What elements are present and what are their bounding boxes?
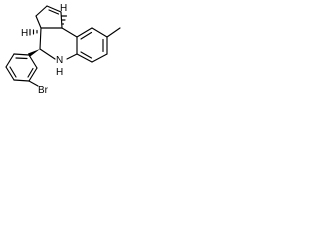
- bond-c5-c9b: [61, 27, 78, 38]
- bond-ar-double-3: [80, 51, 93, 59]
- bond-methyl: [106, 27, 121, 38]
- amine-n-label: N: [56, 55, 63, 66]
- bond-bromine: [28, 80, 39, 87]
- bond-c3-c4-double: [48, 9, 60, 15]
- bond-c2-c3: [35, 5, 48, 17]
- bromine-label: Br: [38, 85, 49, 96]
- bond-n-c5a: [66, 53, 78, 60]
- bond-c1-c2: [35, 15, 42, 29]
- tetrahydro-ring: [39, 27, 78, 60]
- stereo-hash-mid: [29, 28, 38, 36]
- bond-ph1: [13, 53, 30, 56]
- bond-ph4: [13, 79, 30, 82]
- bromophenyl-ring: [5, 53, 39, 87]
- bond-ph6: [28, 54, 38, 69]
- bond-ph-double-1: [15, 57, 28, 60]
- bond-ph2: [5, 53, 15, 68]
- bond-ph-double-3: [27, 67, 34, 78]
- bond-ph-double-2: [9, 66, 17, 78]
- stereo-h-mid-label: H: [21, 28, 28, 39]
- bond-ph5: [28, 67, 38, 82]
- molecule-diagram: H H N H Br: [5, 3, 121, 96]
- stereo-h-top-label: H: [60, 3, 67, 14]
- stereo-wedge-aryl: [28, 49, 40, 57]
- benzo-ring: [76, 27, 108, 63]
- bond-c3-c4: [46, 5, 62, 13]
- structure-canvas: H H N H Br: [0, 0, 139, 99]
- stereo-hash-top: [60, 15, 68, 25]
- bond-ar-double-1: [80, 31, 93, 40]
- bond-c1-c4: [39, 27, 42, 50]
- bond-ar5: [76, 53, 93, 63]
- bond-ar2: [91, 27, 108, 38]
- amine-h-label: H: [56, 67, 63, 78]
- bond-ar1: [76, 27, 93, 38]
- bond-ph3: [5, 66, 15, 81]
- bond-ar4: [91, 53, 108, 63]
- bond-c4-n: [39, 48, 56, 60]
- cyclopentene-ring: [35, 5, 63, 29]
